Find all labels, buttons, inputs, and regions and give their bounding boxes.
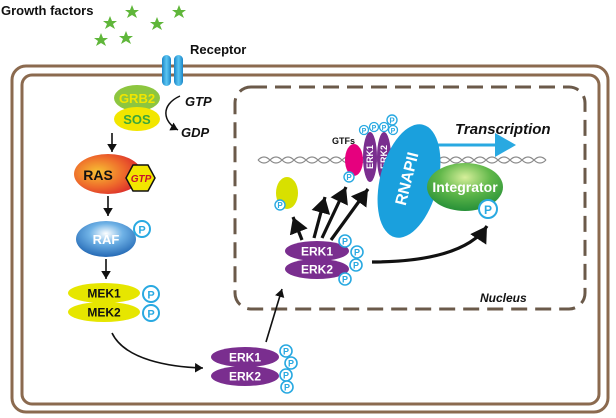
growth-factor-stars xyxy=(94,5,186,46)
phospho-icon: P xyxy=(368,121,380,133)
mek1-shape xyxy=(68,283,140,303)
cyto-erk1-shape xyxy=(211,347,279,367)
receptor-label: Receptor xyxy=(190,42,246,57)
svg-text:P: P xyxy=(342,237,348,247)
svg-text:P: P xyxy=(389,117,395,126)
integrator-shape xyxy=(427,163,503,211)
erk-target-arrows xyxy=(289,186,489,264)
phospho-icon: P xyxy=(274,199,286,211)
svg-text:P: P xyxy=(284,383,290,393)
ras-gtp-hexagon xyxy=(125,164,156,192)
sos-shape xyxy=(114,107,160,131)
ras-label: RAS xyxy=(83,167,113,183)
svg-text:P: P xyxy=(283,347,289,357)
phospho-icon: P xyxy=(478,199,498,219)
phospho-icon: P xyxy=(338,272,352,286)
phospho-icon: P xyxy=(280,380,294,394)
svg-text:P: P xyxy=(277,201,283,210)
gtp-gdp-arrow xyxy=(165,95,181,131)
phospho-icon: P xyxy=(386,114,398,126)
svg-text:P: P xyxy=(372,125,377,132)
cyto-erk2-shape xyxy=(211,366,279,386)
cyto-erk1-label: ERK1 xyxy=(229,351,261,365)
gtfs-label: GTFs xyxy=(332,136,355,146)
nuclear-erk1-label: ERK1 xyxy=(301,245,333,259)
grb2-label: GRB2 xyxy=(119,91,155,106)
phospho-icon: P xyxy=(284,356,298,370)
sos-label: SOS xyxy=(123,112,151,127)
arrow-erk-nuclear-import xyxy=(265,288,285,343)
svg-text:P: P xyxy=(391,128,396,135)
mek2-label: MEK2 xyxy=(87,306,121,320)
svg-text:P: P xyxy=(138,225,145,237)
phospho-icon: P xyxy=(349,258,363,272)
nucleus-label: Nucleus xyxy=(480,291,527,305)
phospho-icon: P xyxy=(142,285,160,303)
dna-erk1-shape xyxy=(363,132,377,182)
cell-membrane xyxy=(10,64,610,414)
dna-erk1-label: ERK1 xyxy=(365,145,375,169)
svg-text:P: P xyxy=(354,248,360,258)
phospho-icon: P xyxy=(279,344,293,358)
svg-text:P: P xyxy=(147,290,154,302)
phospho-icon: P xyxy=(358,124,370,136)
mek1-label: MEK1 xyxy=(87,287,121,301)
cyto-erk2-label: ERK2 xyxy=(229,370,261,384)
nuclear-erk2-shape xyxy=(285,259,349,279)
nuclear-erk1-shape xyxy=(285,241,349,261)
phospho-icon: P xyxy=(133,220,151,238)
ras-shape xyxy=(74,154,142,194)
svg-text:P: P xyxy=(342,275,348,285)
receptor-icon xyxy=(162,55,183,86)
svg-text:P: P xyxy=(283,371,289,381)
svg-text:P: P xyxy=(382,125,387,132)
phospho-icon: P xyxy=(343,171,355,183)
phospho-icon: P xyxy=(350,245,364,259)
dna-erk2-label: ERK2 xyxy=(379,145,389,169)
svg-text:P: P xyxy=(288,359,294,369)
raf-label: RAF xyxy=(93,232,120,247)
growth-factors-label: Growth factors xyxy=(1,3,93,18)
phospho-icon: P xyxy=(142,304,160,322)
svg-text:P: P xyxy=(484,203,492,217)
grb2-shape xyxy=(114,85,160,111)
nucleus-border xyxy=(233,85,587,311)
gtp-label: GTP xyxy=(185,94,212,109)
svg-text:P: P xyxy=(147,309,154,321)
rnapii-shape xyxy=(377,124,441,238)
arrow-mek-erk xyxy=(111,332,204,373)
mek2-shape xyxy=(68,302,140,322)
gtf-shape xyxy=(345,144,363,176)
raf-shape xyxy=(76,221,136,257)
integrator-label: Integrator xyxy=(432,179,498,195)
ras-gtp-label: GTP xyxy=(131,174,152,185)
gdp-label: GDP xyxy=(181,125,210,140)
nuclear-erk2-label: ERK2 xyxy=(301,263,333,277)
svg-text:P: P xyxy=(362,128,367,135)
svg-text:P: P xyxy=(353,261,359,271)
phospho-icon: P xyxy=(387,124,399,136)
phospho-icon: P xyxy=(279,368,293,382)
phospho-icon: P xyxy=(338,234,352,248)
phospho-icon: P xyxy=(378,121,390,133)
svg-text:P: P xyxy=(346,173,352,182)
transcription-label: Transcription xyxy=(455,121,551,138)
